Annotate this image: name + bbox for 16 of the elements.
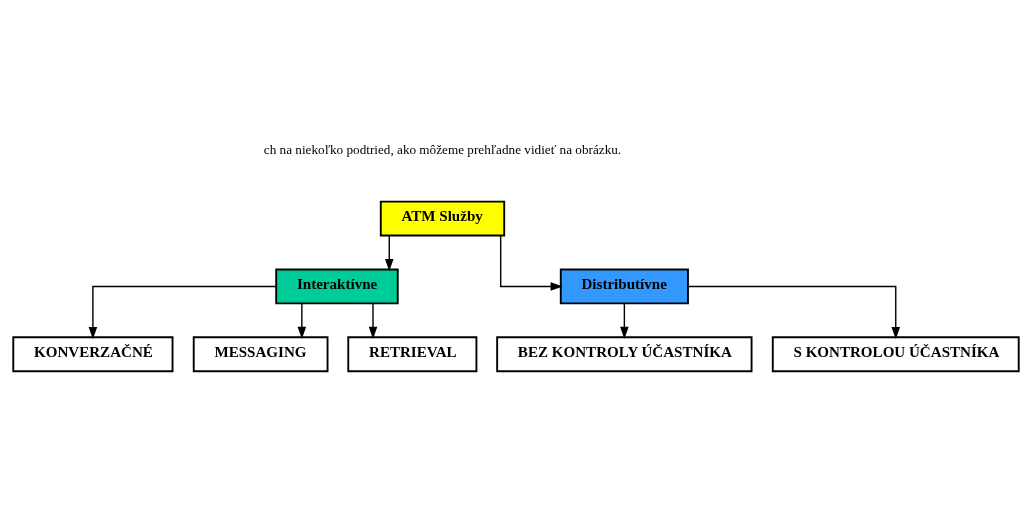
node-box: BEZ KONTROLY ÚČASTNÍKA xyxy=(495,336,753,373)
arrow xyxy=(368,302,377,340)
node-box: S KONTROLOU ÚČASTNÍKA xyxy=(771,336,1020,373)
node-box: KONVERZAČNÉ xyxy=(11,336,173,373)
arrow xyxy=(384,235,394,272)
node-box: ATM Služby xyxy=(379,200,505,237)
arrow xyxy=(499,235,563,291)
node-box: Interaktívne xyxy=(274,268,399,305)
arrow xyxy=(297,302,306,340)
node-box: RETRIEVAL xyxy=(346,336,477,373)
node-box: Distributívne xyxy=(559,268,689,305)
arrow xyxy=(619,302,629,340)
arrow xyxy=(686,285,900,340)
label: ch na niekoľko podtried, ako môžeme prehľadne vidieť na obrázku. xyxy=(263,142,621,158)
arrow xyxy=(88,285,277,340)
node-box: MESSAGING xyxy=(192,336,328,373)
